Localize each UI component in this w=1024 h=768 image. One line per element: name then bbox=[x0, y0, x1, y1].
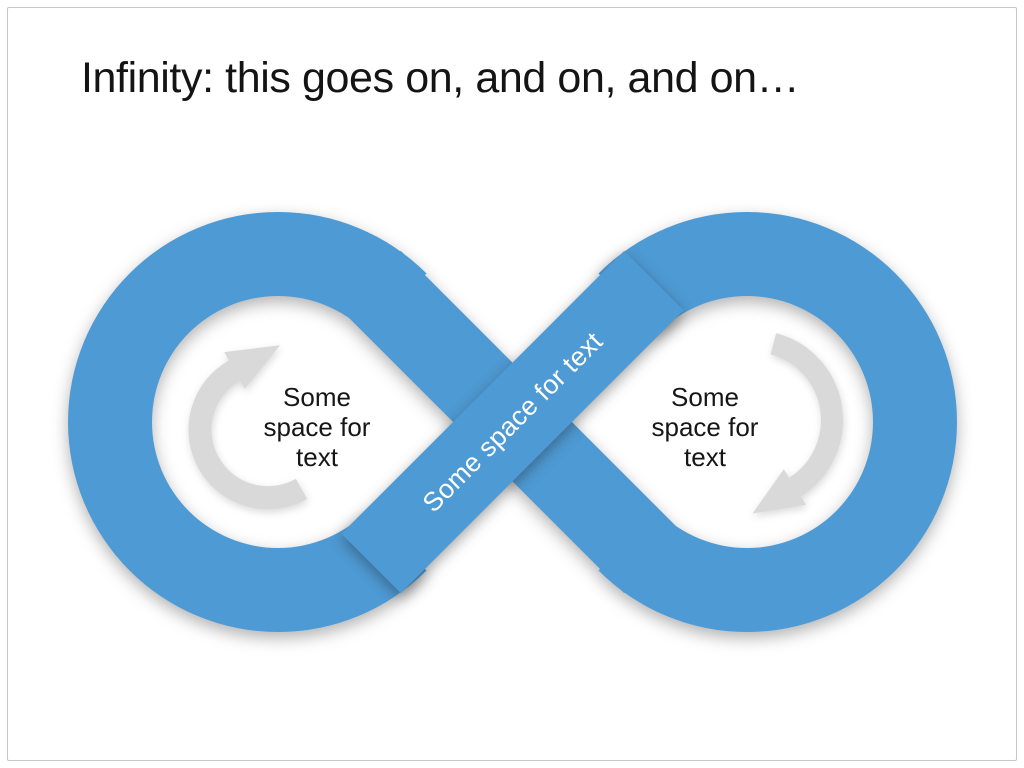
infinity-right-ring bbox=[598, 212, 957, 632]
infinity-over-layer bbox=[341, 250, 684, 594]
right-loop-text-line: text bbox=[684, 442, 726, 472]
rotation-arrows bbox=[188, 333, 843, 514]
left-rotation-arrow-icon bbox=[188, 360, 308, 510]
left-loop-text: Some space for text bbox=[217, 382, 417, 472]
right-loop-text-line: space for bbox=[651, 412, 759, 442]
right-loop-text: Some space for text bbox=[605, 382, 805, 472]
left-loop-text-line: space for bbox=[263, 412, 371, 442]
right-loop-text-line: Some bbox=[671, 382, 739, 412]
infinity-left-ring bbox=[68, 212, 427, 633]
slide-title: Infinity: this goes on, and on, and on… bbox=[81, 54, 800, 102]
left-rotation-arrowhead-icon bbox=[224, 345, 280, 389]
infinity-top-band bbox=[341, 250, 684, 594]
right-rotation-arrow-icon bbox=[770, 333, 843, 497]
right-rotation-arrowhead-icon bbox=[752, 469, 806, 514]
left-loop-text-line: text bbox=[296, 442, 338, 472]
left-loop-text-line: Some bbox=[283, 382, 351, 412]
